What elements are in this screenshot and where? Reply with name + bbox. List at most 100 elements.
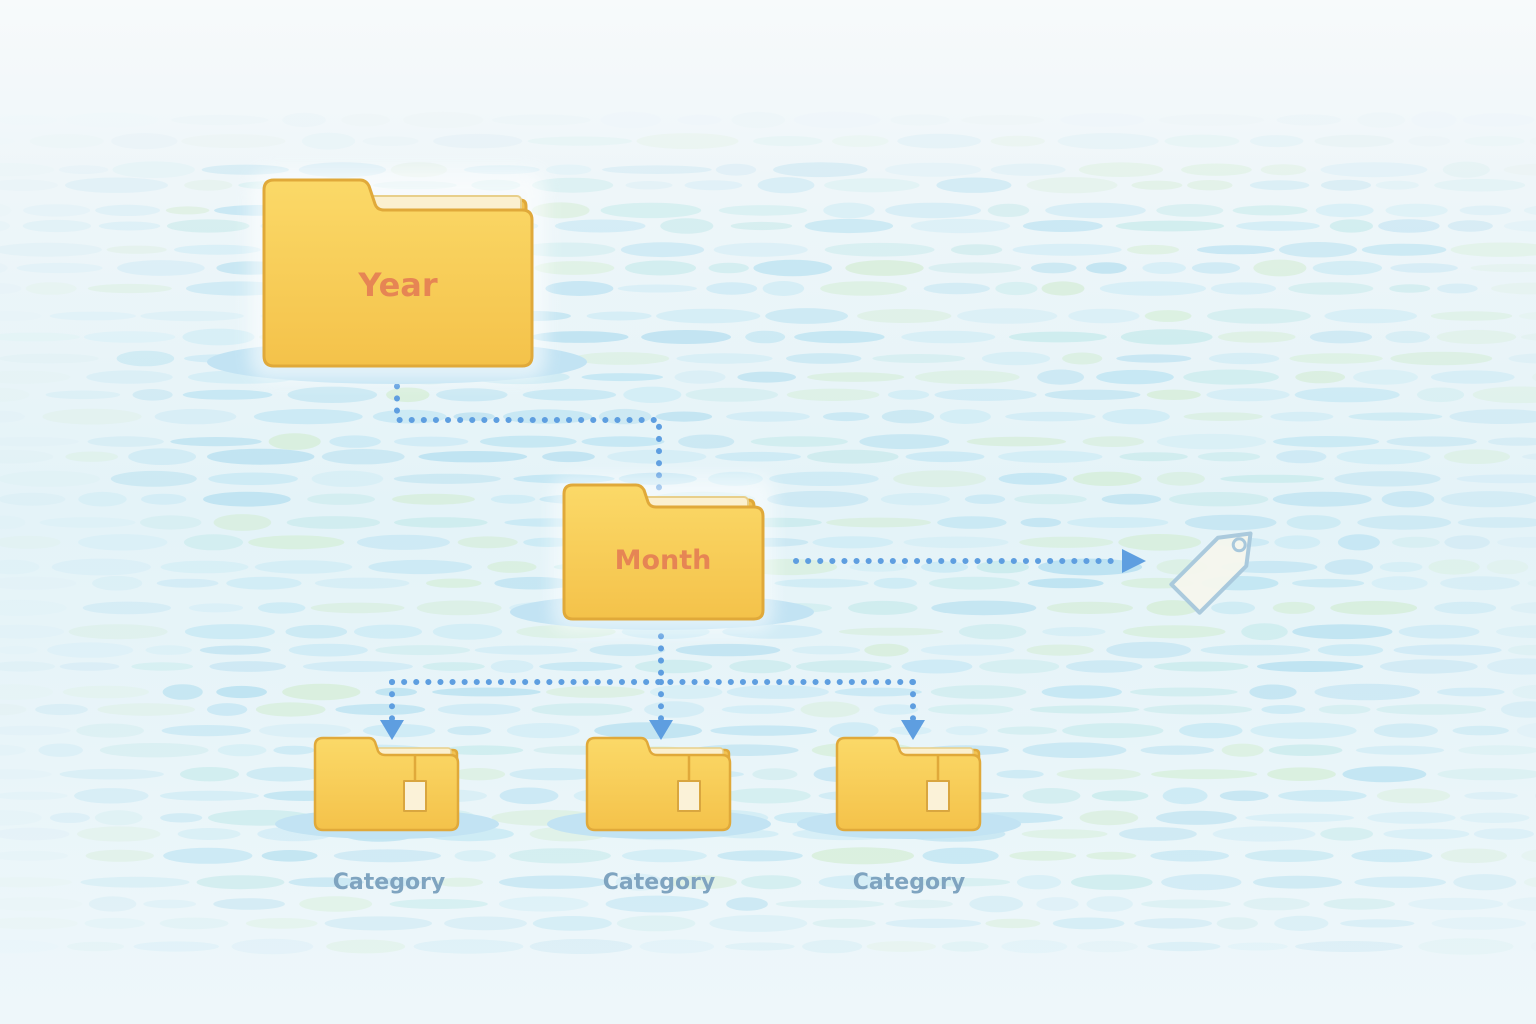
water-ripple [1449, 409, 1536, 424]
water-ripple [1046, 601, 1133, 615]
water-ripple [160, 560, 249, 574]
water-ripple [436, 877, 484, 887]
category-folder-1[interactable]: Category [275, 736, 499, 895]
water-ripple [1519, 311, 1536, 321]
water-ripple [1464, 136, 1525, 147]
water-ripple [1216, 917, 1259, 930]
category-folder-2[interactable]: Category [547, 736, 771, 895]
water-ripple [1508, 644, 1536, 656]
water-ripple [1208, 352, 1280, 365]
water-ripple [0, 559, 40, 575]
water-ripple [372, 409, 447, 424]
water-ripple [0, 769, 52, 780]
water-ripple [857, 309, 952, 323]
water-ripple [1022, 220, 1103, 232]
water-ripple [1268, 744, 1343, 756]
arrow-to-category-2 [649, 720, 673, 740]
water-ripple [1086, 851, 1137, 860]
water-ripple [160, 813, 203, 823]
water-ripple [92, 575, 143, 591]
water-ripple [1329, 219, 1374, 233]
water-ripple [1272, 601, 1316, 614]
water-ripple [1118, 534, 1202, 551]
water-ripple [1340, 919, 1415, 928]
water-ripple [1179, 722, 1243, 739]
water-ripple [76, 723, 144, 738]
water-ripple [392, 493, 475, 505]
water-ripple [920, 644, 1015, 656]
water-ripple [253, 409, 363, 425]
water-ripple [447, 726, 492, 736]
water-ripple [433, 133, 523, 149]
water-ripple [487, 561, 537, 573]
water-ripple [826, 517, 931, 528]
water-ripple [111, 133, 178, 150]
water-ripple [1044, 389, 1141, 400]
water-ripple [324, 916, 432, 931]
water-ripple [774, 578, 869, 588]
water-ripple [1460, 812, 1530, 823]
water-ripple [625, 260, 696, 276]
water-ripple [299, 896, 373, 912]
water-ripple [432, 623, 503, 640]
water-ripple [288, 877, 365, 887]
month-folder[interactable]: Month [510, 476, 814, 632]
water-ripple [59, 662, 120, 671]
water-ripple [38, 743, 83, 757]
water-ripple [573, 352, 670, 365]
water-ripple [753, 259, 832, 277]
water-ripple [1317, 644, 1384, 657]
water-ripple [492, 115, 591, 126]
water-ripple [1314, 683, 1420, 701]
water-ripple [996, 769, 1044, 779]
water-ripple [159, 790, 259, 801]
water-ripple [1530, 941, 1536, 952]
water-ripple [881, 409, 935, 424]
tagged-folder-icon [835, 736, 982, 832]
water-ripple [363, 724, 436, 738]
water-ripple [0, 877, 73, 888]
water-ripple [1408, 897, 1504, 911]
water-ripple [0, 242, 102, 257]
water-ripple [786, 353, 862, 364]
water-ripple [0, 311, 42, 321]
water-ripple [1496, 625, 1536, 639]
water-ripple [1351, 849, 1433, 863]
water-ripple [47, 642, 134, 658]
water-ripple [635, 659, 713, 674]
water-ripple [1005, 411, 1096, 422]
tag-icon[interactable] [1169, 519, 1264, 615]
tagged-folder-icon [585, 736, 732, 832]
water-ripple [1156, 433, 1267, 450]
water-ripple [156, 578, 219, 588]
category-folder-3[interactable]: Category [797, 736, 1021, 895]
water-ripple [1159, 114, 1265, 126]
water-ripple [207, 448, 315, 465]
water-ripple [985, 918, 1041, 929]
water-ripple [0, 599, 67, 616]
water-ripple [183, 534, 244, 551]
water-ripple [287, 386, 378, 403]
water-ripple [159, 917, 229, 930]
water-ripple [668, 875, 737, 890]
water-ripple [1458, 745, 1536, 756]
water-ripple [1073, 471, 1142, 486]
water-ripple [1119, 827, 1197, 841]
water-ripple [1318, 704, 1371, 715]
water-ripple [209, 661, 286, 672]
water-ripple [162, 684, 203, 700]
water-ripple [356, 534, 450, 550]
water-ripple [945, 725, 988, 736]
water-ripple [216, 685, 267, 699]
water-ripple [923, 282, 990, 295]
water-ripple [650, 685, 723, 699]
water-ripple [903, 536, 1009, 549]
water-ripple [1324, 308, 1417, 324]
water-ripple [1334, 471, 1441, 487]
year-folder[interactable]: Year [207, 170, 587, 384]
water-ripple [78, 491, 127, 507]
water-ripple [1116, 354, 1192, 363]
water-ripple [838, 627, 944, 636]
water-ripple [709, 914, 808, 932]
water-ripple [1197, 245, 1275, 255]
